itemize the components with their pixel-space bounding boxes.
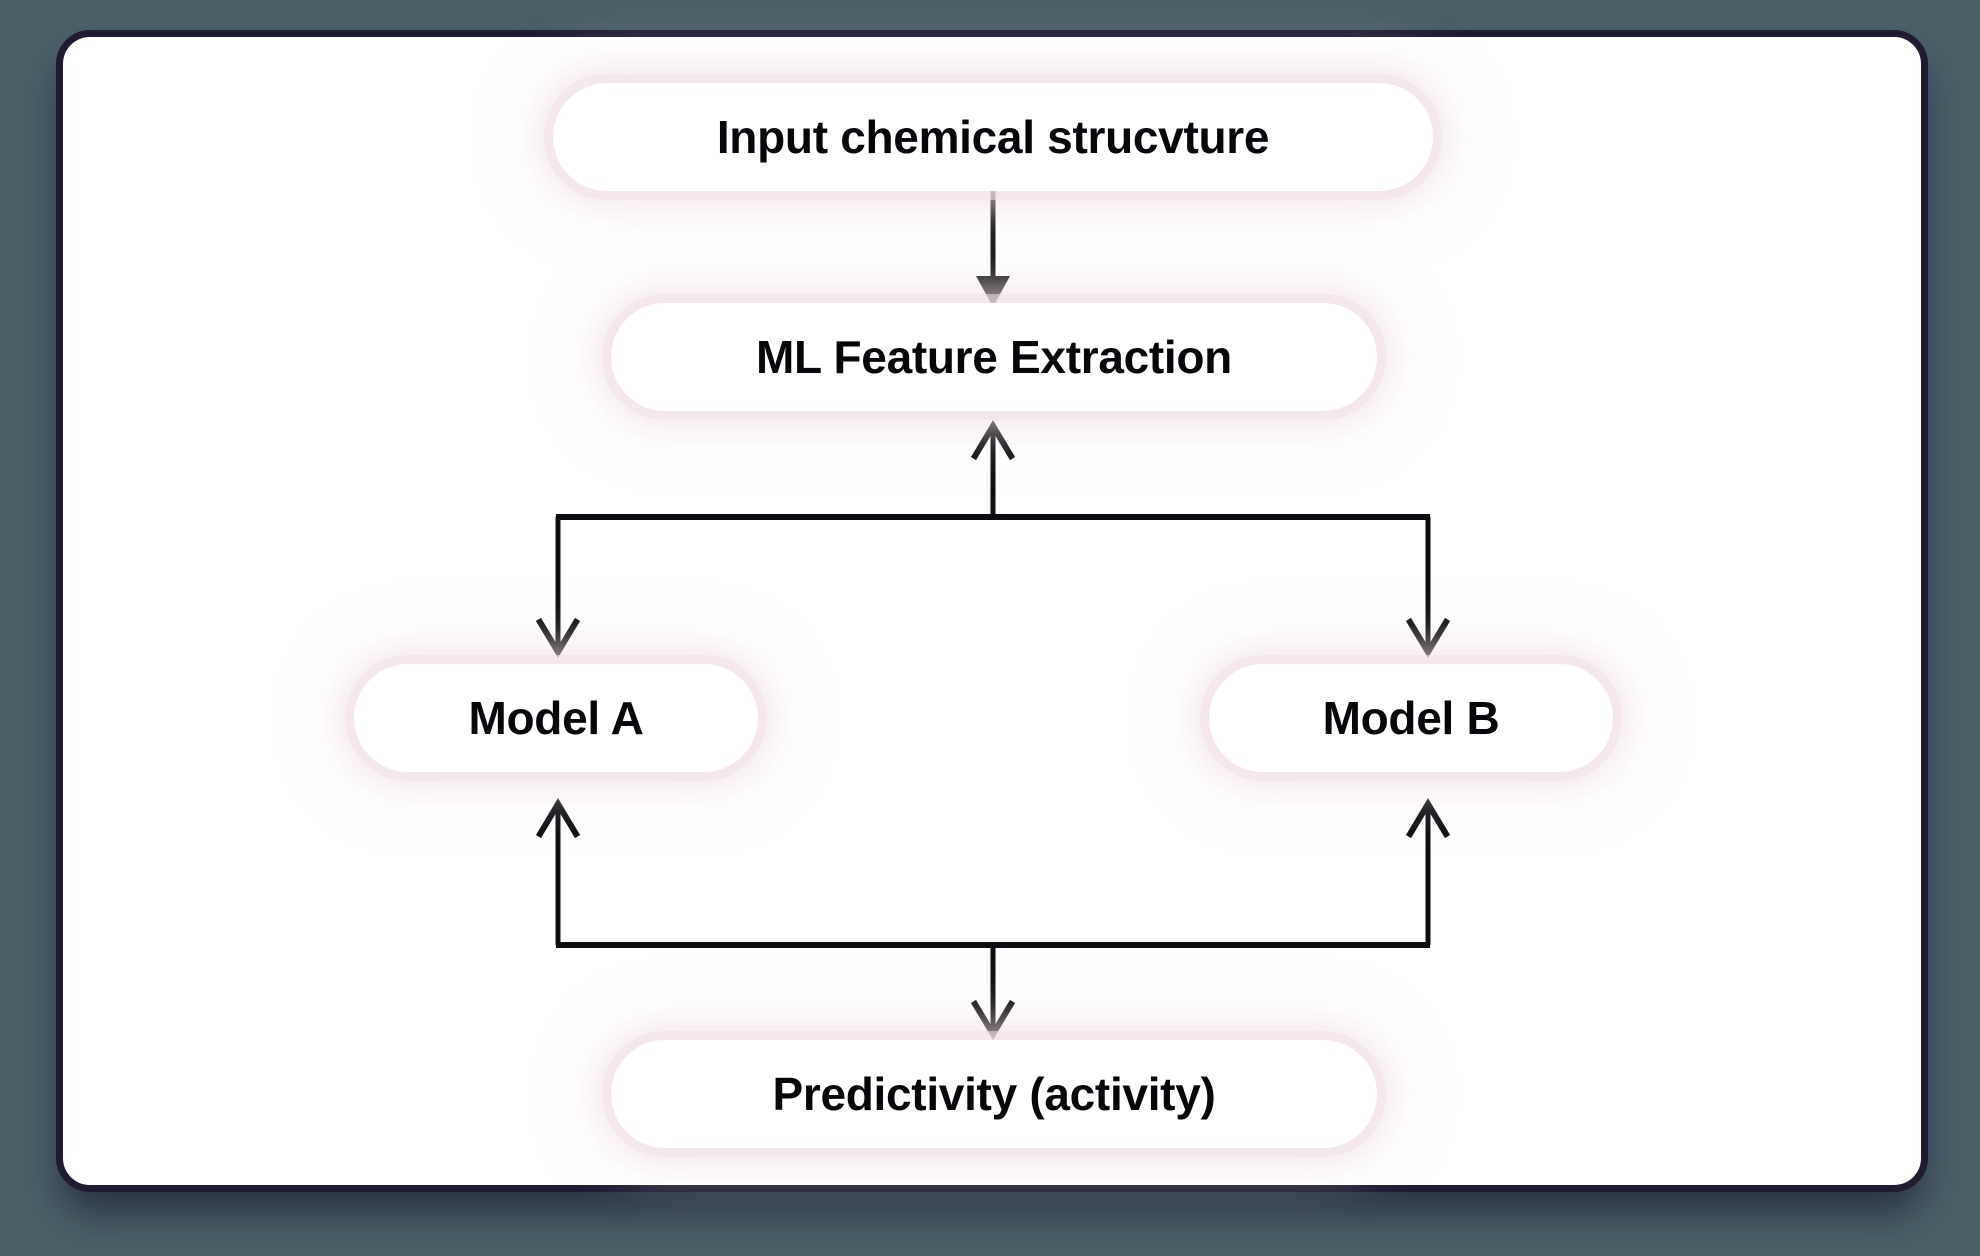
node-model-a-label: Model A [468, 692, 644, 744]
node-model-a[interactable]: Model A [354, 664, 758, 772]
node-ml-feature-extraction[interactable]: ML Feature Extraction [611, 303, 1377, 411]
node-predictivity-activity[interactable]: Predictivity (activity) [611, 1040, 1377, 1148]
diagram-card [56, 30, 1928, 1192]
node-model-b-label: Model B [1322, 692, 1500, 744]
node-ml-label: ML Feature Extraction [756, 331, 1232, 383]
node-model-b[interactable]: Model B [1209, 664, 1613, 772]
node-input-label: Input chemical strucvture [716, 111, 1270, 163]
node-input-chemical-structure[interactable]: Input chemical strucvture [553, 83, 1433, 191]
node-predictivity-label: Predictivity (activity) [772, 1068, 1216, 1120]
